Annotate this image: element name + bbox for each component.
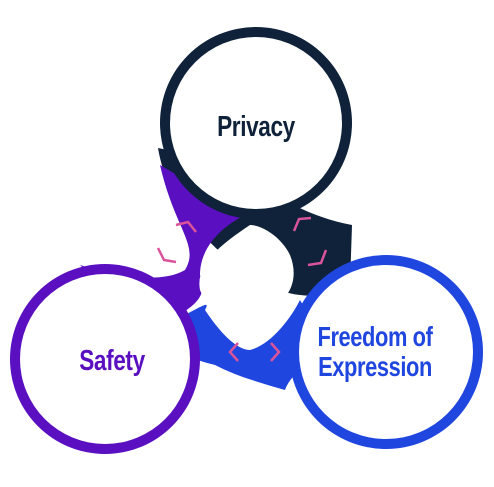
safety-label: Safety bbox=[50, 344, 175, 378]
chevron-icon-navy-top bbox=[292, 216, 312, 232]
privacy-label-text: Privacy bbox=[217, 111, 295, 143]
chevron-icon-purple-bottom bbox=[156, 247, 177, 264]
freedom-label-line2: Expression bbox=[318, 351, 432, 382]
chevron-icon-blue-right bbox=[270, 342, 281, 362]
freedom-label-line1: Freedom of bbox=[317, 321, 433, 352]
safety-circle-inner bbox=[20, 274, 190, 444]
chevron-icon-blue-left bbox=[228, 342, 239, 362]
freedom-circle-inner bbox=[299, 265, 473, 439]
freedom-label: Freedom of Expression bbox=[309, 322, 442, 382]
chevron-icon-navy-bottom bbox=[307, 249, 328, 267]
center-lens bbox=[199, 225, 294, 316]
chevron-icon-purple-top bbox=[175, 220, 197, 233]
privacy-circle-inner bbox=[170, 37, 342, 209]
privacy-label: Privacy bbox=[194, 110, 319, 144]
safety-label-text: Safety bbox=[79, 345, 145, 377]
